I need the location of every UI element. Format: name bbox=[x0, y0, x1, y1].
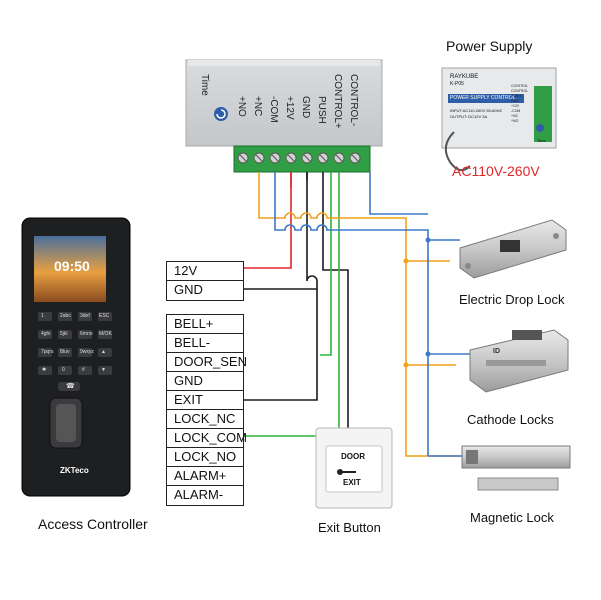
power-controller-box bbox=[185, 59, 383, 147]
wire-exit-2 bbox=[244, 289, 318, 401]
power-box-terminal-12v: +12V bbox=[284, 96, 295, 120]
exit-plate-door: DOOR bbox=[341, 452, 365, 461]
wire-12v bbox=[244, 172, 292, 269]
psu-output: OUTPUT: DC12V 3A bbox=[450, 114, 488, 119]
controller-io-terminals: BELL+ BELL- DOOR_SEN GND EXIT LOCK_NC LO… bbox=[166, 314, 247, 506]
keypad-key[interactable]: 4ghi bbox=[41, 331, 51, 337]
magnetic-lock bbox=[461, 445, 571, 491]
electric-drop-lock bbox=[459, 219, 567, 279]
terminal-exit: EXIT bbox=[167, 391, 243, 410]
electric-drop-lock-caption: Electric Drop Lock bbox=[459, 292, 565, 307]
keypad-key[interactable]: 9wxyz bbox=[80, 349, 94, 355]
psu-terminal: CONTROL bbox=[511, 84, 529, 88]
wire-orange-1 bbox=[258, 172, 462, 457]
cathode-locks-caption: Cathode Locks bbox=[467, 412, 554, 427]
psu-terminal-list: CONTROL CONTROL PUSH GND +12V -COM +NC +… bbox=[511, 84, 533, 124]
psu-input: INPUT:AC110-260V 50-60HZ bbox=[450, 108, 502, 113]
power-box-terminal-control-minus: CONTROL- bbox=[348, 74, 359, 127]
wire-orange-2 bbox=[406, 260, 456, 366]
keypad-key[interactable]: 2abc bbox=[60, 313, 71, 319]
power-box-terminal-gnd: GND bbox=[300, 96, 311, 119]
keypad-key[interactable]: ▲ bbox=[101, 349, 106, 355]
keypad-key[interactable]: ▼ bbox=[101, 367, 106, 373]
terminal-gnd: GND bbox=[174, 282, 203, 297]
device-screen bbox=[34, 236, 106, 302]
wire-blue-2 bbox=[428, 239, 472, 457]
voltage-caption: AC110V-260V bbox=[452, 163, 540, 179]
keypad-key[interactable]: 3def bbox=[80, 313, 90, 319]
junctions-orange bbox=[403, 258, 409, 368]
wire-gnd bbox=[244, 172, 318, 290]
keypad-key[interactable]: 8tuv bbox=[60, 349, 70, 355]
keypad-key[interactable]: ✱ bbox=[42, 367, 47, 373]
wires bbox=[244, 172, 472, 457]
keypad-key[interactable]: 1 bbox=[41, 313, 44, 319]
power-supply-caption: Power Supply bbox=[446, 38, 533, 54]
terminal-alarm-minus: ALARM- bbox=[174, 487, 224, 502]
power-box-terminal-no: +NO bbox=[236, 96, 247, 117]
wire-exit bbox=[322, 172, 349, 428]
device-brand: ZKTeco bbox=[60, 466, 89, 475]
cathode-lock bbox=[469, 329, 569, 393]
device-clock: 09:50 bbox=[54, 258, 90, 274]
psu-terminal: -COM bbox=[511, 109, 521, 113]
terminal-alarm-plus: ALARM+ bbox=[167, 467, 243, 486]
power-box-terminal-com: -COM bbox=[268, 96, 279, 123]
keypad-key[interactable]: 5jkl bbox=[60, 331, 68, 337]
bell-key-icon[interactable]: ☎ bbox=[66, 383, 75, 390]
magnetic-lock-caption: Magnetic Lock bbox=[470, 510, 554, 525]
exit-button-caption: Exit Button bbox=[318, 520, 381, 535]
access-controller-caption: Access Controller bbox=[38, 516, 148, 532]
psu-terminal: +12V bbox=[511, 104, 520, 108]
controller-power-terminals: 12V GND bbox=[166, 261, 244, 301]
power-box-terminal-nc: +NC bbox=[252, 96, 263, 117]
psu-terminal: GND bbox=[511, 99, 519, 103]
junctions-blue bbox=[425, 237, 431, 357]
psu-time: Time bbox=[537, 138, 546, 143]
keypad-key[interactable]: 7pqrs bbox=[41, 349, 54, 355]
terminal-gnd-2: GND bbox=[167, 372, 243, 391]
terminal-lock-com: LOCK_COM bbox=[167, 429, 247, 448]
keypad-key[interactable]: ESC bbox=[99, 313, 110, 319]
power-box-terminal-control-plus: CONTROL+ bbox=[332, 74, 343, 129]
terminal-block bbox=[233, 145, 371, 173]
terminal-lock-nc: LOCK_NC bbox=[167, 410, 243, 429]
exit-button-plate bbox=[315, 427, 393, 509]
time-dial-icon bbox=[214, 107, 228, 121]
psu-title: POWER SUPPLY CONTROL bbox=[450, 95, 516, 101]
psu-model: K-P05 bbox=[450, 81, 464, 87]
keypad-key[interactable]: M/OK bbox=[99, 331, 112, 337]
keypad-key[interactable]: # bbox=[82, 367, 85, 373]
keypad-key[interactable]: 6mno bbox=[80, 331, 93, 337]
cathode-lock-mark: ID bbox=[493, 348, 500, 355]
exit-plate-exit: EXIT bbox=[343, 478, 361, 487]
key-icon bbox=[337, 469, 343, 475]
keypad-key[interactable]: 0 bbox=[62, 367, 65, 373]
psu-brand: RAYKUBE bbox=[450, 74, 479, 80]
wire-control-2 bbox=[320, 172, 332, 356]
wire-blue-1 bbox=[274, 172, 429, 456]
psu-terminal: +NO bbox=[511, 119, 519, 123]
wire-blue-3 bbox=[369, 172, 428, 215]
terminal-12v: 12V bbox=[167, 262, 243, 281]
psu-terminal: PUSH bbox=[511, 94, 521, 98]
power-box-time-label: Time bbox=[199, 74, 210, 96]
psu-terminal: +NC bbox=[511, 114, 519, 118]
terminal-door-sen: DOOR_SEN bbox=[167, 353, 247, 372]
power-box-terminal-push: PUSH bbox=[316, 96, 327, 124]
psu-terminal: CONTROL bbox=[511, 89, 529, 93]
access-controller-device bbox=[21, 217, 131, 497]
power-supply-unit bbox=[441, 67, 557, 172]
terminal-lock-no: LOCK_NO bbox=[167, 448, 243, 467]
terminal-bell-minus: BELL- bbox=[167, 334, 243, 353]
terminal-bell-plus: BELL+ bbox=[167, 315, 243, 334]
power-cord bbox=[444, 131, 471, 172]
